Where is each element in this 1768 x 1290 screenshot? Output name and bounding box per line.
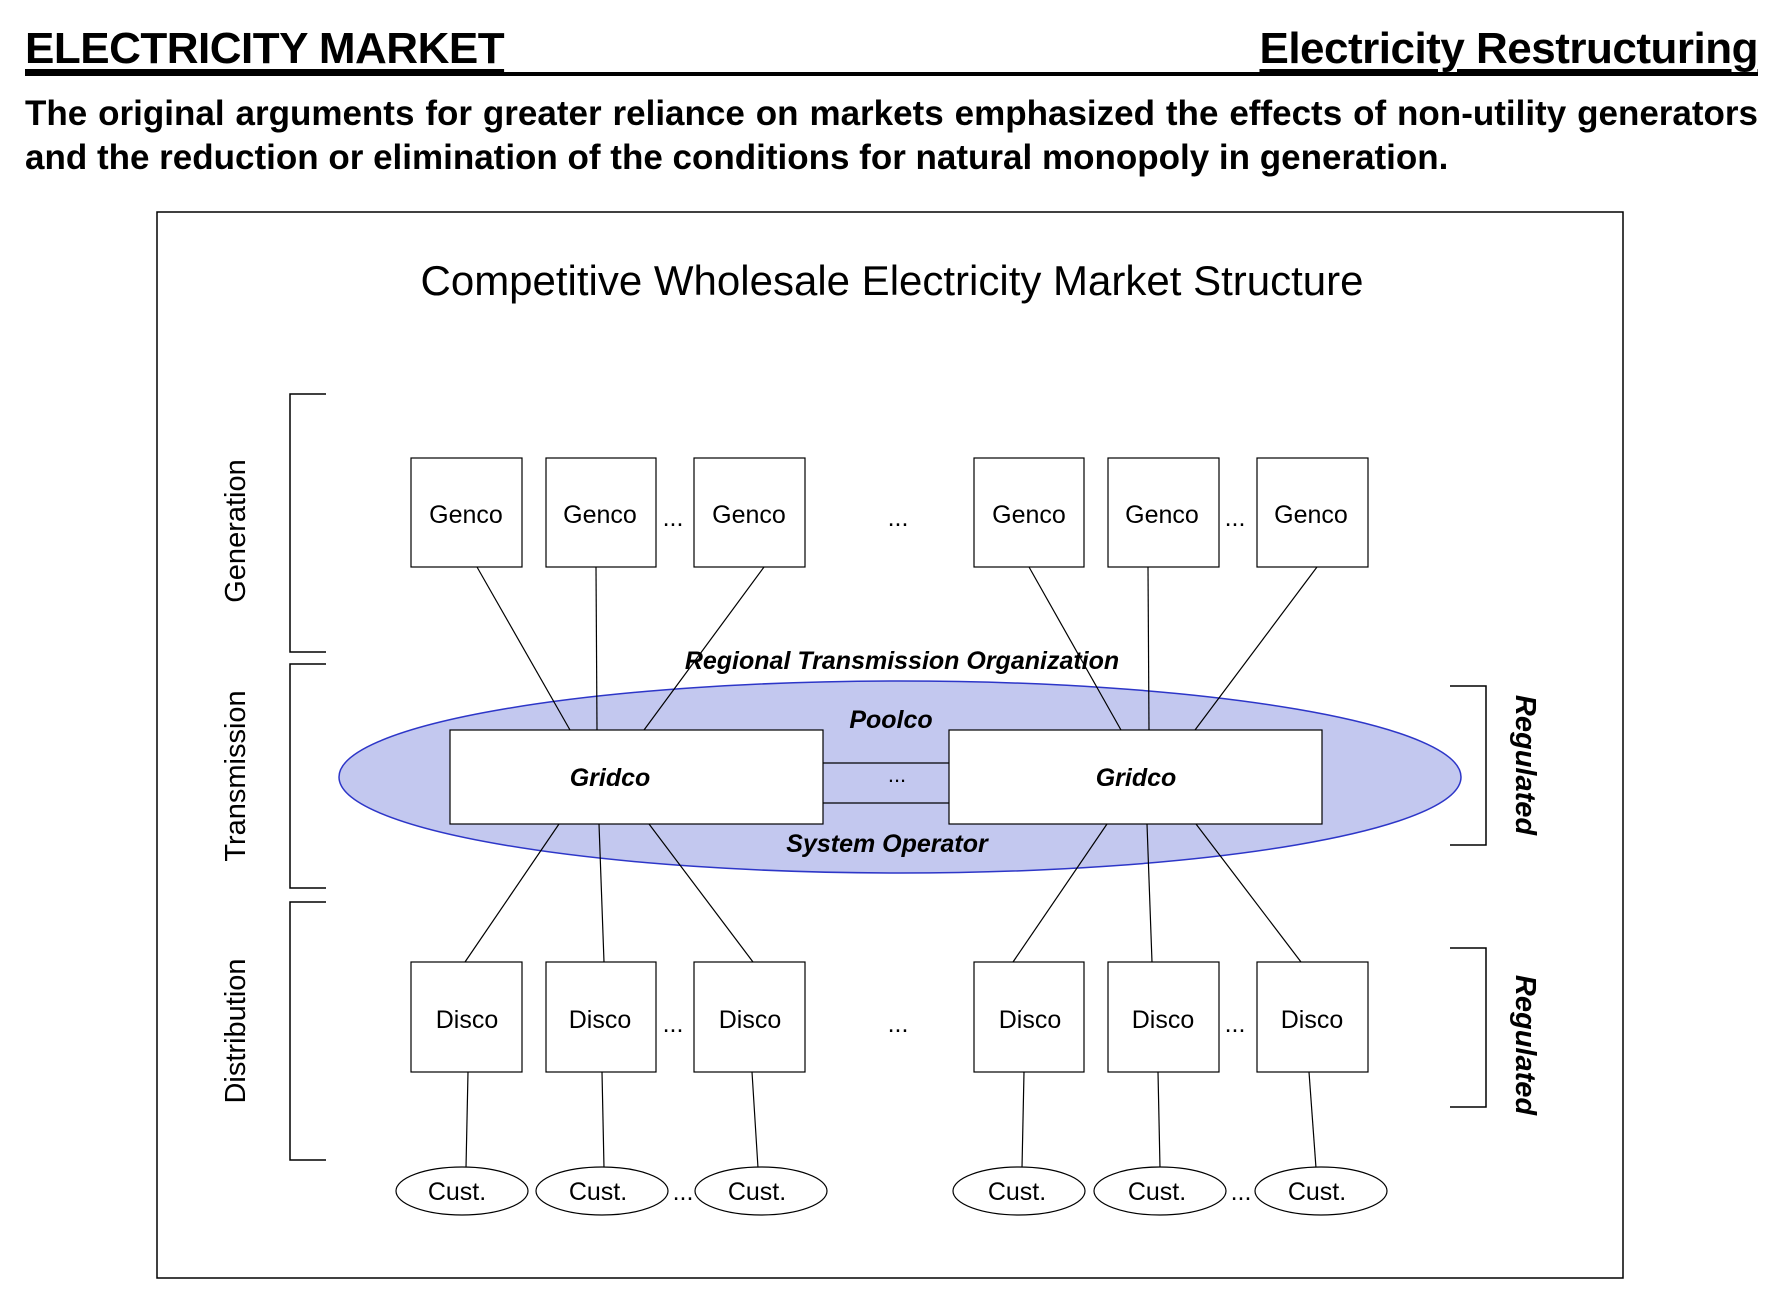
disco-ellipsis: ... [1225, 1010, 1246, 1038]
genco-box [410, 457, 523, 568]
system-operator-label: System Operator [786, 830, 989, 858]
disco-label: Disco [569, 1006, 632, 1034]
disco-row: Disco Disco ... Disco ... Disco Disco ..… [410, 961, 1369, 1073]
genco-box [1107, 457, 1220, 568]
intro-paragraph: The original arguments for greater relia… [25, 94, 1758, 177]
disco-box [693, 961, 806, 1073]
genco-ellipsis: ... [663, 504, 684, 532]
distribution-label: Distribution [220, 958, 252, 1103]
regulated-bracket-transmission [1450, 685, 1487, 846]
disco-box [1107, 961, 1220, 1073]
gridco-box [449, 729, 824, 825]
genco-box [545, 457, 657, 568]
transmission-label: Transmission [220, 690, 252, 861]
disco-label: Disco [436, 1006, 499, 1034]
rto-label: Regional Transmission Organization [685, 647, 1119, 675]
genco-label: Genco [1274, 501, 1348, 529]
regulated-bracket-distribution [1450, 947, 1487, 1108]
regulated-label-distribution: Regulated [1509, 975, 1541, 1116]
disco-label: Disco [719, 1006, 782, 1034]
customer-label: Cust. [988, 1178, 1046, 1206]
header-bar: ELECTRICITY MARKET Electricity Restructu… [25, 20, 1758, 76]
customer-ellipsis: ... [1231, 1178, 1252, 1206]
customer-ellipsis: ... [673, 1178, 694, 1206]
disco-box [410, 961, 523, 1073]
distribution-bracket [289, 901, 326, 1161]
generation-label: Generation [220, 459, 252, 603]
customer-row: Cust. Cust. ... Cust. Cust. Cust. ... Cu… [395, 1166, 1388, 1216]
gridco-label: Gridco [570, 764, 651, 792]
customer-ellipse [952, 1166, 1086, 1216]
disco-box [545, 961, 657, 1073]
customer-label: Cust. [1128, 1178, 1186, 1206]
genco-box [693, 457, 806, 568]
customer-label: Cust. [428, 1178, 486, 1206]
poolco-label: Poolco [849, 706, 932, 734]
gridco-disco-lines [464, 823, 1302, 963]
genco-group-ellipsis: ... [888, 504, 909, 532]
customer-ellipse [535, 1166, 669, 1216]
diagram-frame [156, 211, 1624, 1279]
disco-label: Disco [1132, 1006, 1195, 1034]
gridco-label: Gridco [1096, 764, 1177, 792]
customer-ellipse [1093, 1166, 1227, 1216]
genco-label: Genco [992, 501, 1066, 529]
customer-label: Cust. [728, 1178, 786, 1206]
customer-label: Cust. [1288, 1178, 1346, 1206]
disco-label: Disco [999, 1006, 1062, 1034]
disco-group-ellipsis: ... [888, 1010, 909, 1038]
genco-label: Genco [429, 501, 503, 529]
disco-cust-lines [465, 1071, 1317, 1169]
genco-row: Genco Genco ... Genco ... Genco Genco ..… [410, 457, 1369, 568]
customer-label: Cust. [569, 1178, 627, 1206]
generation-bracket [289, 393, 326, 653]
genco-gridco-lines [476, 566, 1318, 731]
customer-ellipse [1254, 1166, 1388, 1216]
disco-box [1256, 961, 1369, 1073]
customer-ellipse [395, 1166, 529, 1216]
genco-box [973, 457, 1085, 568]
genco-box [1256, 457, 1369, 568]
header-left-title: ELECTRICITY MARKET [25, 24, 505, 73]
header-right-title: Electricity Restructuring [1259, 24, 1758, 73]
rto-ellipse [338, 680, 1462, 874]
transmission-bracket [289, 663, 326, 889]
diagram-title: Competitive Wholesale Electricity Market… [421, 257, 1364, 304]
customer-ellipse [694, 1166, 828, 1216]
genco-label: Genco [1125, 501, 1199, 529]
regulated-label-transmission: Regulated [1509, 695, 1541, 836]
disco-ellipsis: ... [663, 1010, 684, 1038]
genco-ellipsis: ... [1225, 504, 1246, 532]
disco-box [973, 961, 1085, 1073]
disco-label: Disco [1281, 1006, 1344, 1034]
gridco-box [948, 729, 1323, 825]
genco-label: Genco [563, 501, 637, 529]
gridco-link-ellipsis: ... [888, 762, 906, 787]
genco-label: Genco [712, 501, 786, 529]
